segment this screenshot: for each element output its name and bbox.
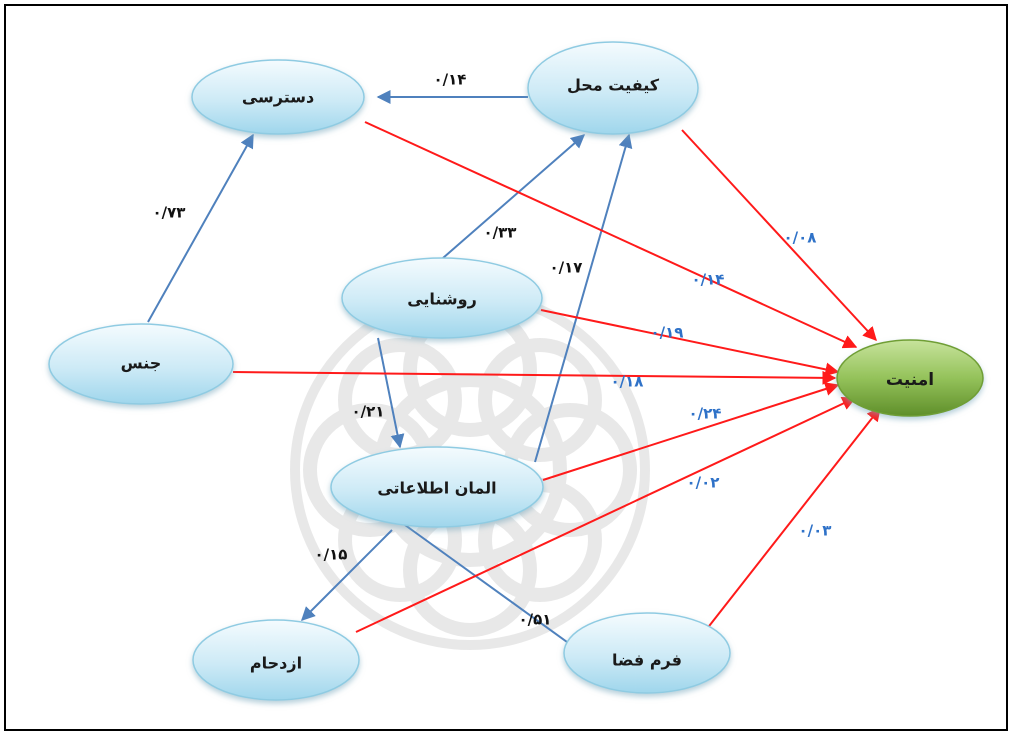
- node-form-faza-label: فرم فضا: [612, 651, 682, 670]
- coef-dastresi-amniyat: ۰/۱۴: [692, 271, 725, 289]
- node-ezdeham-label: ازدحام: [250, 654, 302, 673]
- coef-ezdeham-amniyat: ۰/۰۲: [687, 474, 720, 492]
- edge-ezdeham-to-amniyat: [355, 397, 857, 633]
- coef-roshanayi-alman: ۰/۲۱: [352, 403, 385, 421]
- coef-alman-keyfiyat: ۰/۱۷: [550, 259, 583, 277]
- node-amniyat-label: امنیت: [886, 370, 934, 390]
- edge-jens-to-amniyat: [232, 370, 837, 385]
- edge-keyfiyat-to-amniyat: [681, 129, 877, 342]
- node-ezdeham: [192, 619, 360, 701]
- coef-keyfiyat-dastresi: ۰/۱۴: [434, 71, 467, 89]
- edge-alman-to-ezdeham: [301, 529, 393, 621]
- edge-roshanayi-to-keyfiyat: [442, 134, 586, 259]
- edge-alman-to-formfaza: [404, 524, 587, 656]
- coef-alman-ezdeham: ۰/۱۵: [315, 546, 348, 564]
- node-form-faza: [563, 612, 731, 694]
- edge-jens-to-dastresi: [147, 133, 254, 323]
- node-jens: [48, 323, 234, 405]
- edge-dastresi-to-amniyat: [364, 121, 858, 349]
- edge-alman-to-amniyat: [542, 382, 840, 481]
- coef-alman-formfaza: ۰/۵۱: [519, 611, 552, 629]
- node-alman-etelaati: [330, 446, 544, 528]
- node-roshanayi-label: روشنایی: [407, 290, 477, 309]
- coef-alman-amniyat: ۰/۲۴: [689, 405, 722, 423]
- coef-jens-dastresi: ۰/۷۳: [153, 204, 186, 222]
- coef-keyfiyat-amniyat: ۰/۰۸: [784, 229, 817, 247]
- node-keyfiyat-mahal: [527, 41, 699, 135]
- edge-roshanayi-to-amniyat: [540, 309, 840, 377]
- edge-formfaza-to-amniyat: [705, 406, 881, 631]
- coef-roshanayi-amniyat: ۰/۱۹: [651, 324, 684, 342]
- node-jens-label: جنس: [121, 354, 162, 373]
- node-dastresi-label: دسترسی: [242, 88, 314, 107]
- node-dastresi: [191, 59, 365, 135]
- edge-alman-to-keyfiyat: [534, 133, 633, 463]
- node-amniyat: [836, 339, 984, 417]
- node-alman-etelaati-label: المان اطلاعاتی: [377, 479, 496, 498]
- coef-formfaza-amniyat: ۰/۰۳: [799, 522, 832, 540]
- watermark-logo: [290, 290, 650, 650]
- coef-roshanayi-keyfiyat: ۰/۳۳: [484, 224, 517, 242]
- coef-jens-amniyat: ۰/۱۸: [611, 373, 644, 391]
- edge-roshanayi-to-alman: [377, 337, 405, 449]
- node-roshanayi: [341, 257, 543, 339]
- node-keyfiyat-mahal-label: کیفیت محل: [567, 76, 660, 95]
